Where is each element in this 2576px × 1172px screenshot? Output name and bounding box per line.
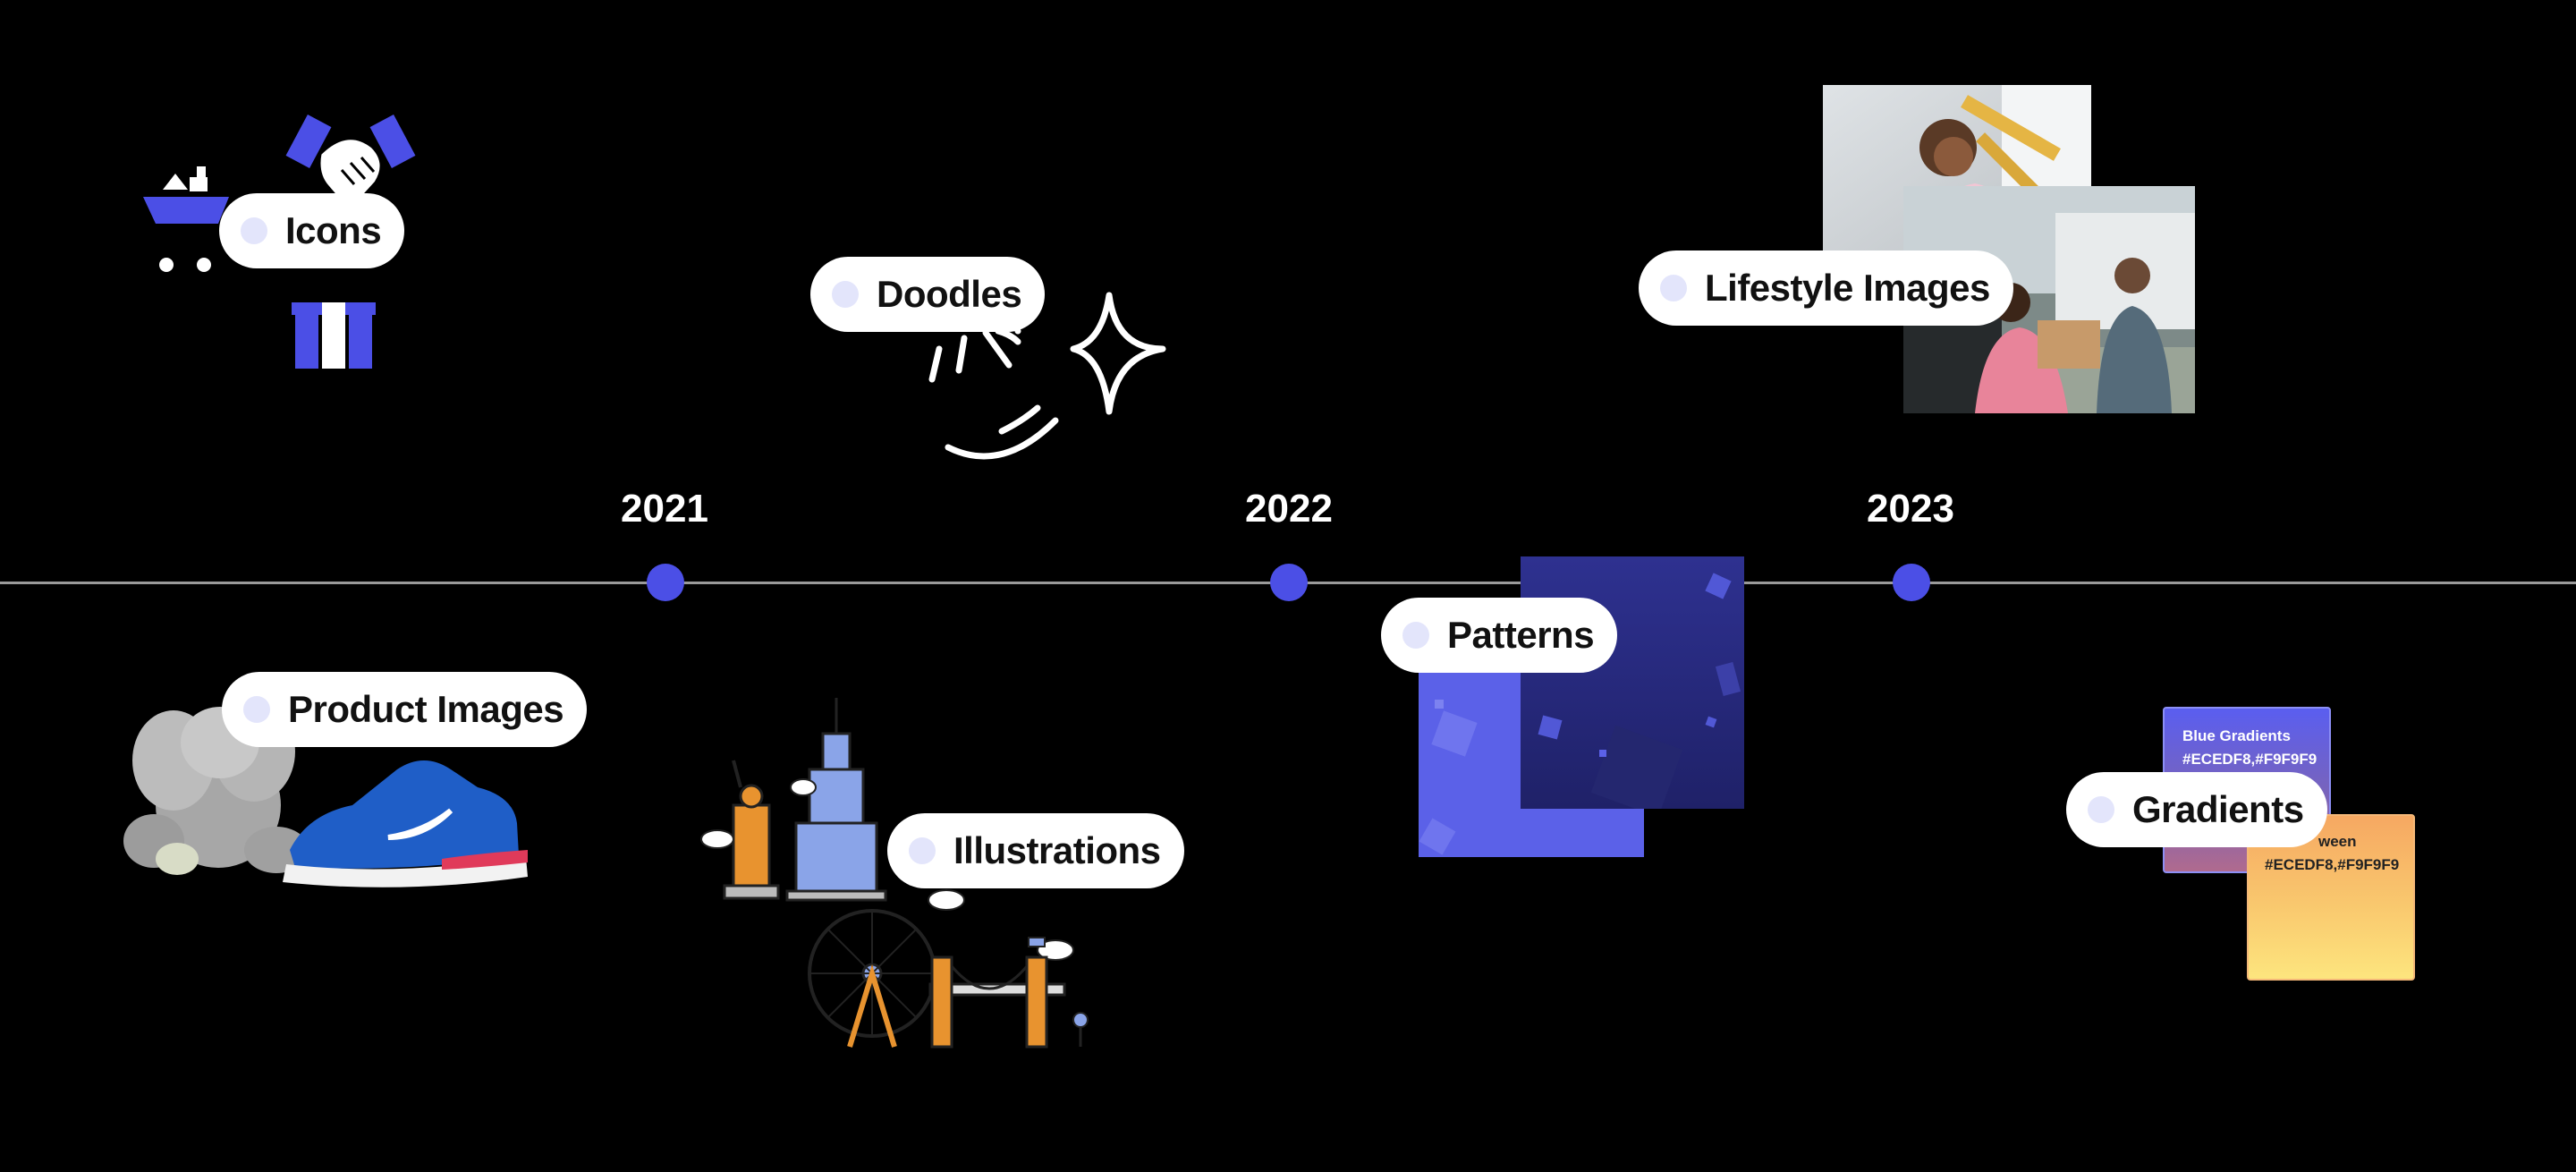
ferris-wheel-icon [808,909,936,1048]
handshake-icon [285,115,416,207]
pill-indicator-dot [243,696,270,723]
category-pill-icons[interactable]: Icons [219,193,405,268]
pill-label: Illustrations [953,829,1161,871]
pill-label: Lifestyle Images [1705,267,1990,309]
cloud-icon [700,778,1074,961]
year-label-2023: 2023 [1867,487,1954,531]
pill-indicator-dot [832,281,859,308]
pill-label: Icons [285,209,382,251]
pill-indicator-dot [909,837,936,864]
sparkle-doodle-icon [1070,292,1166,415]
year-label-2021: 2021 [621,487,708,531]
gift-icon [292,302,376,369]
timeline-marker-2021[interactable] [647,564,684,601]
pattern-swatch-navy [1521,556,1744,809]
gradient-card-title: ween [2318,833,2357,850]
gradient-card-title: Blue Gradients [2182,727,2291,744]
category-pill-doodles[interactable]: Doodles [810,257,1046,332]
category-pill-illustrations[interactable]: Illustrations [887,813,1184,888]
icons-illustration [143,107,438,376]
plush-elephant-image [123,701,309,875]
gradient-card-colors: #ECEDF8,#F9F9F9 [2265,856,2400,873]
pill-label: Gradients [2132,788,2304,830]
timeline-marker-2023[interactable] [1893,564,1930,601]
category-pill-gradients[interactable]: Gradients [2066,772,2327,847]
category-pill-product-images[interactable]: Product Images [222,672,588,747]
category-pill-lifestyle-images[interactable]: Lifestyle Images [1639,251,2013,326]
statue-of-liberty-icon [723,760,780,900]
year-label-2022: 2022 [1245,487,1333,531]
product-images-illustration [120,680,528,895]
pill-label: Patterns [1447,614,1595,656]
timeline-marker-2022[interactable] [1270,564,1308,601]
pill-indicator-dot [241,217,267,244]
rays-doodle-icon [928,327,1021,383]
category-pill-patterns[interactable]: Patterns [1381,598,1618,673]
pill-label: Doodles [877,273,1022,315]
gradient-card-colors: #ECEDF8,#F9F9F9 [2182,751,2318,768]
pill-indicator-dot [1402,622,1429,649]
pill-indicator-dot [1660,275,1687,301]
pill-label: Product Images [288,688,564,730]
shopping-cart-icon [143,166,229,272]
blue-sneaker-image [283,760,528,887]
bridge-icon [928,937,1089,1049]
empire-state-building-icon [785,698,887,902]
doodles-illustration [912,286,1181,483]
smile-doodle-icon [945,404,1059,460]
pill-indicator-dot [2088,796,2114,823]
illustrations-cityscape [698,698,1100,1056]
